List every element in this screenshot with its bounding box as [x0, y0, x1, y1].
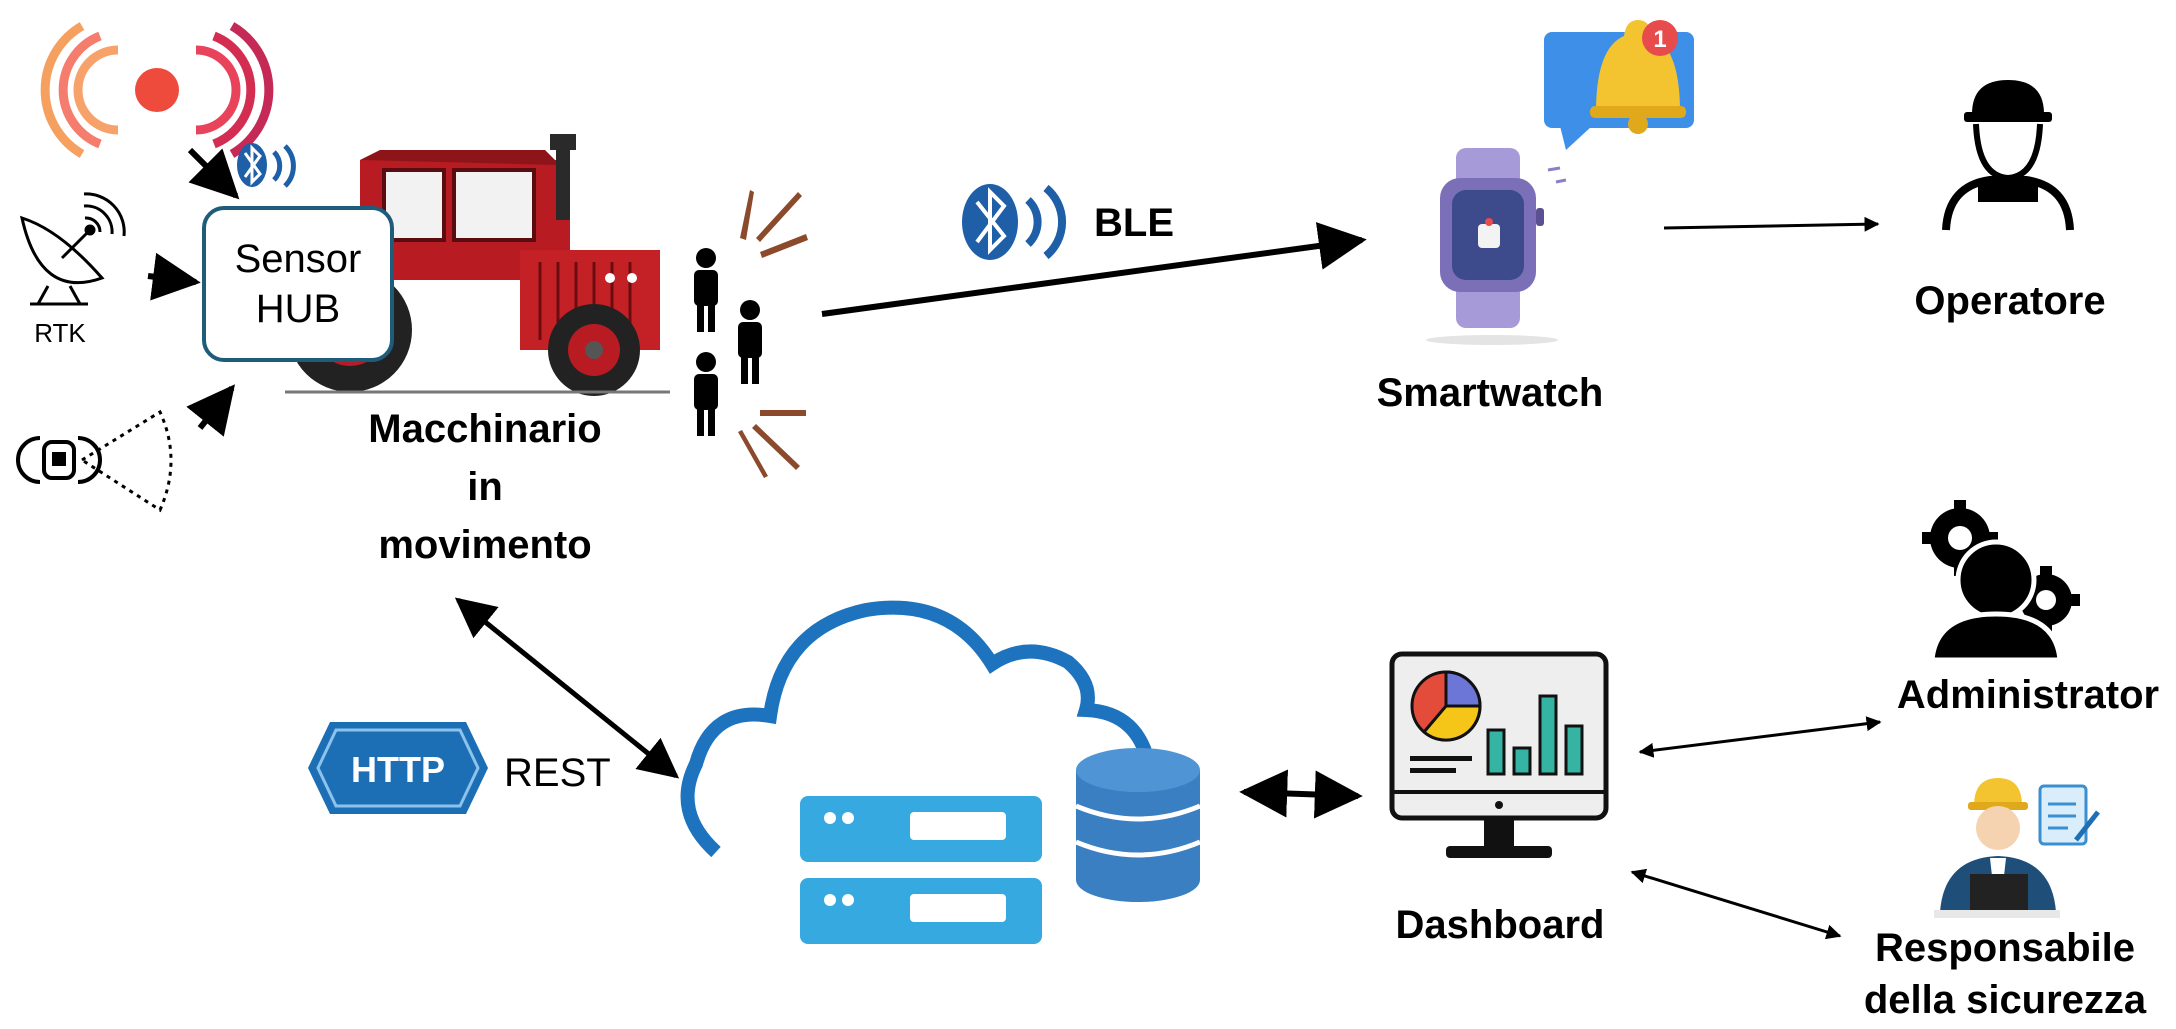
- notification-count: 1: [1653, 26, 1666, 53]
- cloud-icon: [680, 600, 1157, 858]
- dashboard-admin-arrow: [1638, 716, 1882, 758]
- notification-bell-icon: [1544, 20, 1694, 150]
- machine-label-line2: in: [467, 465, 503, 509]
- machine-label-line3: movimento: [378, 523, 592, 567]
- radio-to-hub-arrow: [187, 147, 240, 200]
- machine-label: Macchinario in movimento: [320, 400, 650, 574]
- operator-label: Operatore: [1914, 279, 2106, 323]
- satellite-dish-icon: [19, 192, 126, 306]
- dashboard-monitor-icon: [1389, 651, 1609, 858]
- operator-icon: [1942, 80, 2074, 231]
- machine-cloud-arrow: [454, 597, 680, 779]
- dashboard-label: Dashboard: [1395, 903, 1605, 947]
- lidar-to-hub-arrow: [186, 384, 235, 437]
- safety-manager-label: Responsabile della sicurezza: [1840, 922, 2170, 1026]
- server-icon: [800, 796, 1042, 944]
- database-icon: [1075, 748, 1201, 902]
- smartwatch-label: Smartwatch: [1376, 371, 1604, 415]
- rest-label: REST: [504, 751, 611, 795]
- dashboard-safety-arrow: [1630, 868, 1842, 940]
- http-badge-label: HTTP: [351, 749, 445, 790]
- safety-manager-icon: [1934, 778, 2100, 918]
- safety-manager-label-line2: della sicurezza: [1863, 978, 2147, 1022]
- administrator-label: Administrator: [1896, 673, 2160, 717]
- rtk-to-hub-arrow: [147, 252, 201, 301]
- hub-label-line1: Sensor: [234, 237, 362, 281]
- alert-burst-icon: [738, 190, 808, 478]
- hub-label-line2: HUB: [255, 287, 341, 331]
- smartwatch-to-operator-arrow: [1663, 216, 1880, 232]
- lidar-sensor-icon: [16, 409, 173, 513]
- radio-signal-icon: [40, 22, 274, 158]
- safety-manager-label-line1: Responsabile: [1874, 926, 2136, 970]
- database-dashboard-arrow: [1239, 769, 1363, 819]
- administrator-icon: [1922, 500, 2080, 663]
- ble-bluetooth-icon: [962, 184, 1066, 260]
- ble-link-arrow: [821, 222, 1367, 317]
- machine-label-line1: Macchinario: [368, 407, 602, 451]
- sensor-hub-box: Sensor HUB: [202, 206, 394, 362]
- smartwatch-icon: [1426, 148, 1567, 345]
- people-alert-icon: [694, 248, 762, 436]
- rtk-label: RTK: [34, 318, 86, 348]
- bluetooth-icon: [237, 143, 296, 188]
- ble-label: BLE: [1094, 201, 1174, 245]
